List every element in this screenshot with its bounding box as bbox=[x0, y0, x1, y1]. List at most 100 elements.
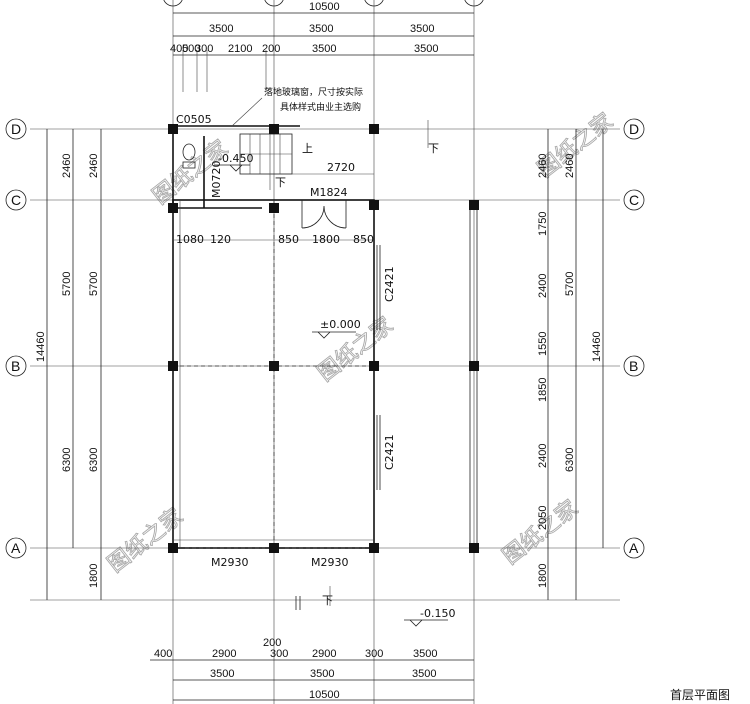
dim-bottom-detail: 2900 bbox=[212, 648, 236, 660]
window-label-c2421-bottom: C2421 bbox=[383, 434, 396, 470]
dim-bottom-bay: 3500 bbox=[210, 668, 234, 680]
dim-right-bay: 6300 bbox=[564, 448, 576, 472]
down-label-top: 下 bbox=[428, 142, 439, 155]
top-dimensions: 10500 3500 3500 3500 400 500 300 2100 20… bbox=[170, 1, 474, 92]
dim-top-detail: 3500 bbox=[414, 43, 438, 55]
door-label-m1824: M1824 bbox=[310, 186, 348, 199]
dim-top-total: 10500 bbox=[309, 1, 340, 13]
dim-850-right: 850 bbox=[353, 233, 374, 246]
column bbox=[269, 124, 279, 134]
column bbox=[369, 200, 379, 210]
window-label-c2421-top: C2421 bbox=[383, 266, 396, 302]
dim-left-bay: 2460 bbox=[61, 154, 73, 178]
dim-bottom-extra: 200 bbox=[263, 637, 281, 649]
note-line-2: 具体样式由业主选购 bbox=[280, 101, 361, 113]
dim-right-bay: 5700 bbox=[564, 272, 576, 296]
axis-label-d: D bbox=[629, 121, 639, 137]
dim-top-detail: 400 bbox=[170, 43, 188, 55]
elevation-minus-0150: -0.150 bbox=[420, 607, 455, 620]
left-dimensions: 14460 2460 5700 6300 2460 5700 6300 1800 bbox=[35, 129, 102, 600]
column bbox=[269, 203, 279, 213]
column bbox=[369, 124, 379, 134]
toilet-icon bbox=[182, 143, 196, 169]
dim-right-detail: 2460 bbox=[537, 154, 549, 178]
column bbox=[168, 203, 178, 213]
dim-top-bay: 3500 bbox=[209, 23, 233, 35]
dim-left-bay: 6300 bbox=[61, 448, 73, 472]
dim-top-bay: 3500 bbox=[309, 23, 333, 35]
elevation-zero: ±0.000 bbox=[320, 318, 361, 331]
dim-left-inner: 6300 bbox=[88, 448, 100, 472]
column bbox=[168, 124, 178, 134]
dim-left-bottom: 1800 bbox=[88, 564, 100, 588]
door-label-m0720: M0720 bbox=[210, 161, 223, 199]
dim-bottom-bay: 3500 bbox=[310, 668, 334, 680]
column bbox=[369, 543, 379, 553]
dim-right-detail: 2400 bbox=[537, 444, 549, 468]
dim-right-detail: 2050 bbox=[537, 506, 549, 530]
dim-top-bay: 3500 bbox=[410, 23, 434, 35]
stair-down-label: 下 bbox=[275, 176, 286, 189]
dim-120: 120 bbox=[210, 233, 231, 246]
dim-bottom-detail: 3500 bbox=[413, 648, 437, 660]
dim-2720: 2720 bbox=[327, 161, 355, 174]
dim-left-inner: 5700 bbox=[88, 272, 100, 296]
dim-top-detail: 200 bbox=[262, 43, 280, 55]
dim-right-total: 14460 bbox=[591, 331, 603, 362]
door-label-m2930-left: M2930 bbox=[211, 556, 249, 569]
dim-left-total: 14460 bbox=[35, 331, 47, 362]
columns bbox=[168, 124, 479, 553]
axis-label-c: C bbox=[629, 192, 639, 208]
column bbox=[269, 361, 279, 371]
axis-label-a: A bbox=[11, 540, 21, 556]
dim-top-detail: 2100 bbox=[228, 43, 252, 55]
dim-right-detail: 2400 bbox=[537, 274, 549, 298]
axis-label-d: D bbox=[11, 121, 21, 137]
dim-bottom-detail: 400 bbox=[154, 648, 172, 660]
watermark: 图纸之家 bbox=[103, 504, 188, 578]
dim-left-bay: 5700 bbox=[61, 272, 73, 296]
drawing-title: 首层平面图 bbox=[670, 688, 730, 702]
axis-bubbles-right: D C B A bbox=[623, 118, 645, 559]
dim-right-detail: 1550 bbox=[537, 332, 549, 356]
walls bbox=[172, 125, 478, 549]
axis-bubbles-top-bottom bbox=[163, 0, 484, 7]
note-line-1: 落地玻璃窗，尺寸按实际 bbox=[264, 86, 363, 98]
dim-left-inner: 2460 bbox=[88, 154, 100, 178]
dim-bottom-detail: 2900 bbox=[312, 648, 336, 660]
bottom-dimensions: 400 2900 300 2900 300 3500 200 3500 3500… bbox=[30, 599, 620, 701]
window-label-c0505: C0505 bbox=[176, 113, 212, 126]
axis-label-a: A bbox=[629, 540, 639, 556]
dim-850-left: 850 bbox=[278, 233, 299, 246]
dim-top-detail: 500 bbox=[182, 43, 200, 55]
column bbox=[168, 543, 178, 553]
dim-bottom-bay: 3500 bbox=[412, 668, 436, 680]
stair-up-label: 上 bbox=[302, 142, 313, 155]
door-label-m2930-right: M2930 bbox=[311, 556, 349, 569]
dim-right-detail: 1850 bbox=[537, 378, 549, 402]
dim-1080: 1080 bbox=[176, 233, 204, 246]
right-dimensions: 2460 1750 2400 1550 1850 2400 2050 2460 … bbox=[537, 129, 604, 600]
column bbox=[369, 361, 379, 371]
dim-right-detail: 1750 bbox=[537, 212, 549, 236]
dim-top-detail: 300 bbox=[195, 43, 213, 55]
axis-label-b: B bbox=[629, 358, 638, 374]
dim-bottom-detail: 300 bbox=[270, 648, 288, 660]
dim-bottom-total: 10500 bbox=[309, 689, 340, 701]
elevation-minus-0450: -0.450 bbox=[218, 152, 253, 165]
plan-labels: C0505 落地玻璃窗，尺寸按实际 具体样式由业主选购 -0.450 M0720… bbox=[173, 86, 455, 627]
column bbox=[469, 200, 479, 210]
down-label-bottom: 下 bbox=[322, 594, 333, 607]
column bbox=[269, 543, 279, 553]
column bbox=[469, 361, 479, 371]
column bbox=[168, 361, 178, 371]
dim-bottom-detail: 300 bbox=[365, 648, 383, 660]
dim-right-bottom: 1800 bbox=[537, 564, 549, 588]
dim-right-bay: 2460 bbox=[564, 154, 576, 178]
axis-bubbles-left: D C B A bbox=[5, 118, 27, 559]
dim-1800: 1800 bbox=[312, 233, 340, 246]
dim-top-detail: 3500 bbox=[312, 43, 336, 55]
column bbox=[469, 543, 479, 553]
axis-label-b: B bbox=[11, 358, 20, 374]
